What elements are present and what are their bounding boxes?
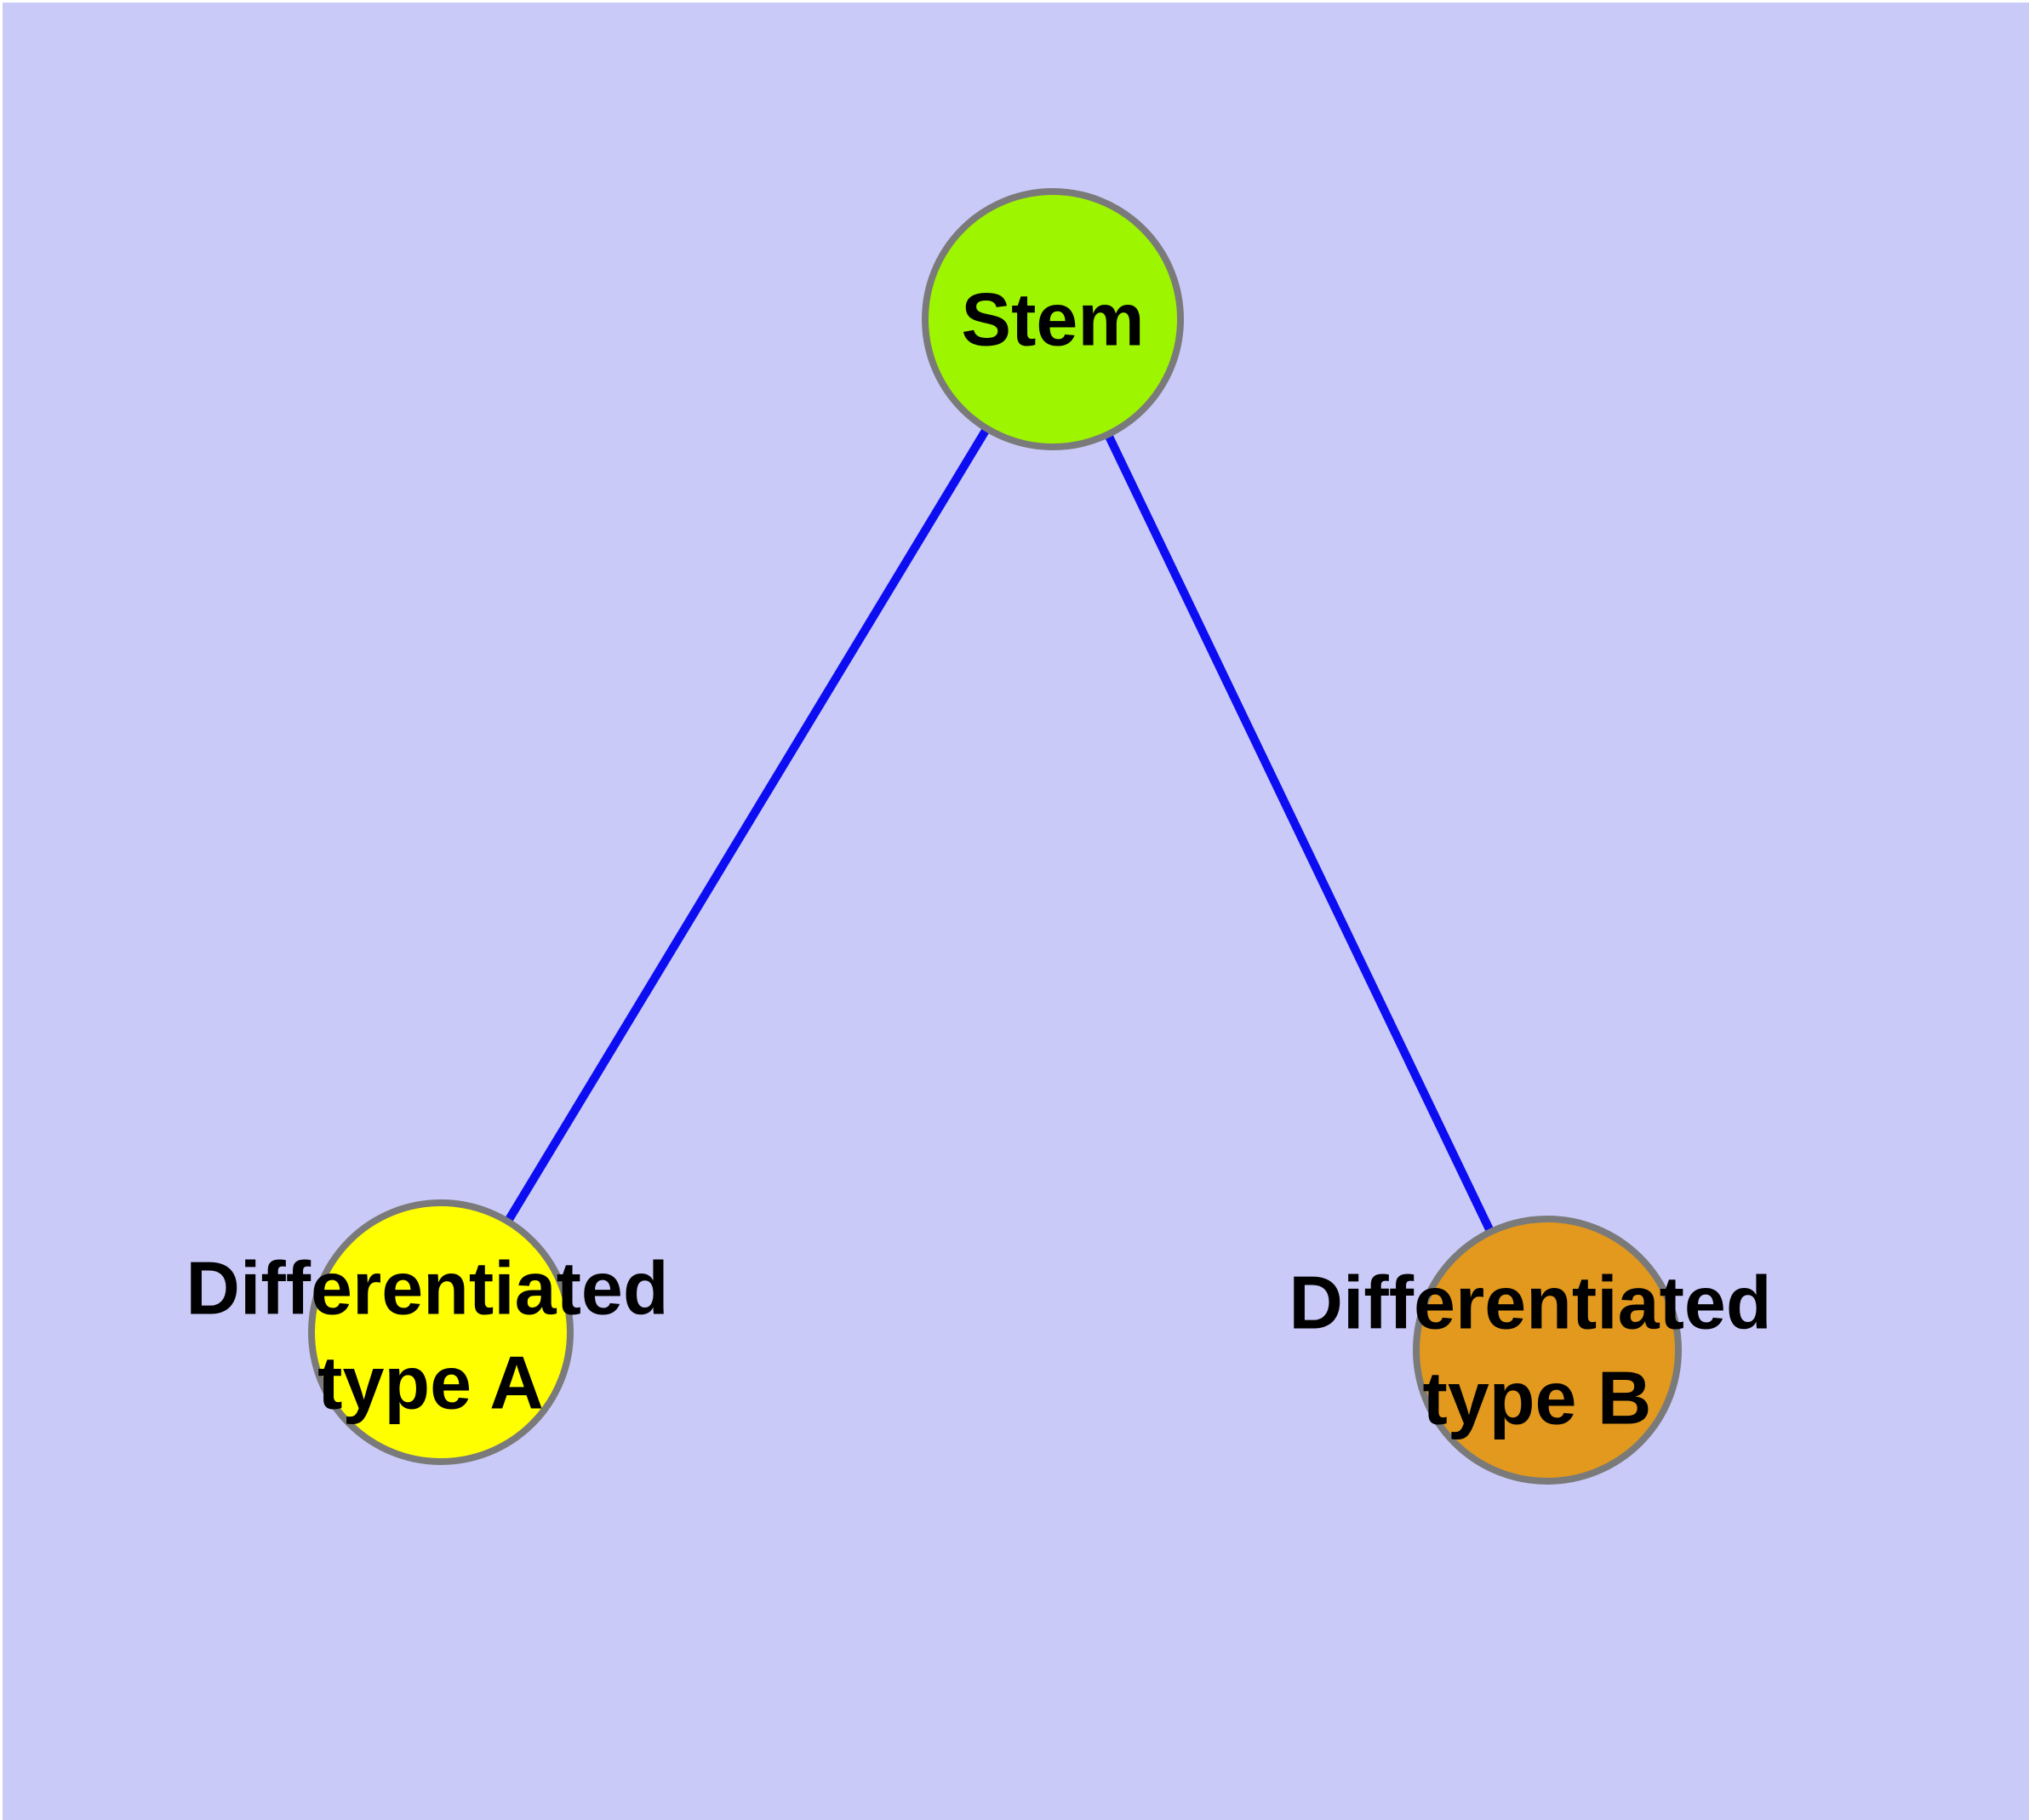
node-type-b-label-line1: Differentiated xyxy=(1289,1261,1771,1345)
edge-stem-to-type-a xyxy=(437,317,1057,1335)
node-type-a-label-line2: type A xyxy=(317,1341,544,1425)
edge-stem-to-type-b xyxy=(1049,317,1552,1353)
node-stem-circle xyxy=(922,188,1184,450)
node-type-a-label-line1: Differentiated xyxy=(186,1246,668,1331)
node-type-a-circle xyxy=(308,1199,574,1465)
node-type-b-circle xyxy=(1413,1216,1682,1485)
node-type-b-label-line2: type B xyxy=(1423,1356,1652,1440)
node-stem-label: Stem xyxy=(961,278,1144,362)
